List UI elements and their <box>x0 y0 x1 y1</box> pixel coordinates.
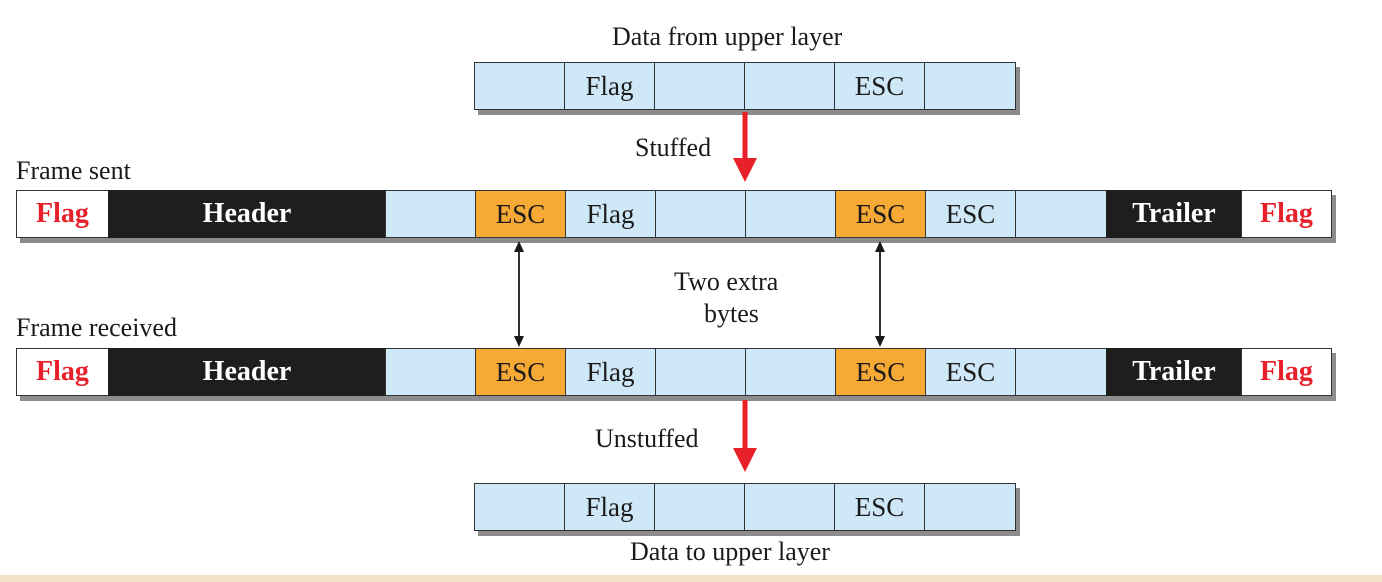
frame-header: Header <box>108 190 386 238</box>
frame-trailer: Trailer <box>1106 348 1242 396</box>
data-byte <box>654 62 745 110</box>
payload-byte-flag: Flag <box>565 190 656 238</box>
stuffed-esc-byte: ESC <box>835 190 926 238</box>
unstuffed-arrow-icon <box>733 400 757 472</box>
start-flag: Flag <box>16 190 109 238</box>
two-extra-bytes-label-line1: Two extra <box>674 267 779 296</box>
data-byte-flag: Flag <box>564 483 655 531</box>
payload-byte <box>1015 348 1107 396</box>
data-byte <box>654 483 745 531</box>
payload-byte <box>745 190 836 238</box>
end-flag: Flag <box>1241 190 1332 238</box>
frame-sent-label: Frame sent <box>16 156 131 185</box>
upper-data-row: Flag ESC <box>474 62 1016 110</box>
payload-byte <box>745 348 836 396</box>
payload-byte-esc: ESC <box>925 348 1016 396</box>
payload-byte-flag: Flag <box>565 348 656 396</box>
data-to-upper-layer-label: Data to upper layer <box>630 537 830 566</box>
data-byte <box>744 62 835 110</box>
stuffed-esc-byte: ESC <box>475 348 566 396</box>
data-byte-esc: ESC <box>834 62 925 110</box>
payload-byte <box>385 348 476 396</box>
frame-trailer: Trailer <box>1106 190 1242 238</box>
unstuffed-label: Unstuffed <box>595 424 699 453</box>
payload-byte <box>1015 190 1107 238</box>
stuffed-esc-byte: ESC <box>475 190 566 238</box>
data-byte <box>924 62 1016 110</box>
data-byte <box>744 483 835 531</box>
stuffed-label: Stuffed <box>635 133 712 162</box>
data-byte <box>474 483 565 531</box>
data-byte <box>924 483 1016 531</box>
payload-byte <box>655 190 746 238</box>
end-flag: Flag <box>1241 348 1332 396</box>
payload-byte <box>385 190 476 238</box>
payload-byte <box>655 348 746 396</box>
lower-data-row: Flag ESC <box>474 483 1016 531</box>
stuffed-arrow-icon <box>733 112 757 182</box>
two-extra-bytes-label-line2: bytes <box>704 299 759 328</box>
frame-received-label: Frame received <box>16 313 177 342</box>
payload-byte-esc: ESC <box>925 190 1016 238</box>
data-byte <box>474 62 565 110</box>
data-byte-esc: ESC <box>834 483 925 531</box>
start-flag: Flag <box>16 348 109 396</box>
stuffed-esc-byte: ESC <box>835 348 926 396</box>
frame-sent-row: Flag Header ESC Flag ESC ESC Trailer Fla… <box>16 190 1332 238</box>
frame-header: Header <box>108 348 386 396</box>
bottom-band <box>0 575 1382 582</box>
data-byte-flag: Flag <box>564 62 655 110</box>
frame-received-row: Flag Header ESC Flag ESC ESC Trailer Fla… <box>16 348 1332 396</box>
data-from-upper-layer-label: Data from upper layer <box>612 22 843 51</box>
